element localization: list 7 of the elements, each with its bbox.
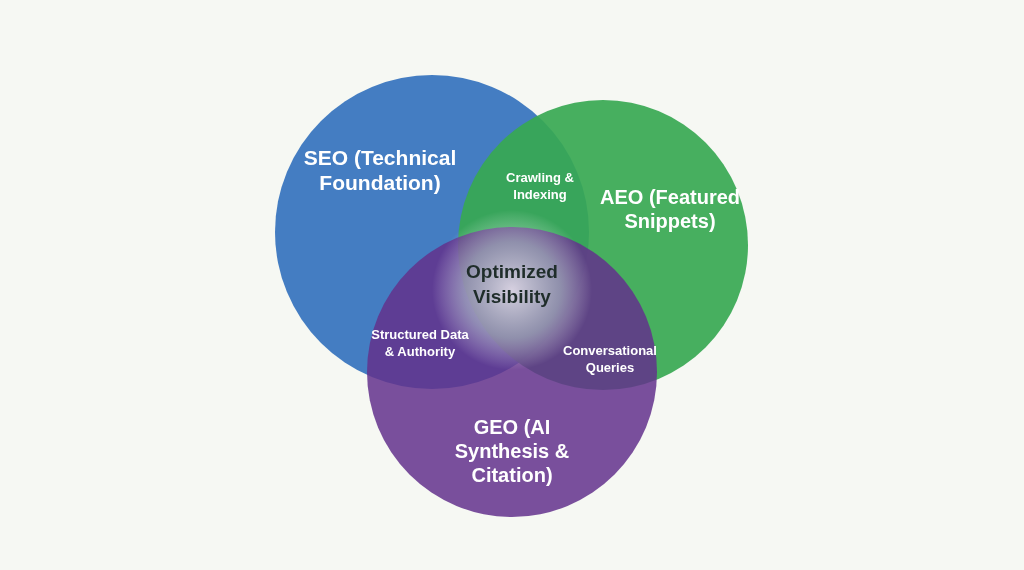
center-label: Optimized Visibility [465,260,559,309]
circle-title: GEO (AI Synthesis & Citation) [453,415,571,487]
overlap-label: Structured Data & Authority [370,327,470,361]
overlap-label: Crawling & Indexing [505,170,575,204]
overlap-label: Conversational Queries [562,343,658,377]
circle-title: SEO (Technical Foundation) [302,145,458,196]
circle-title: AEO (Featured Snippets) [599,185,741,233]
